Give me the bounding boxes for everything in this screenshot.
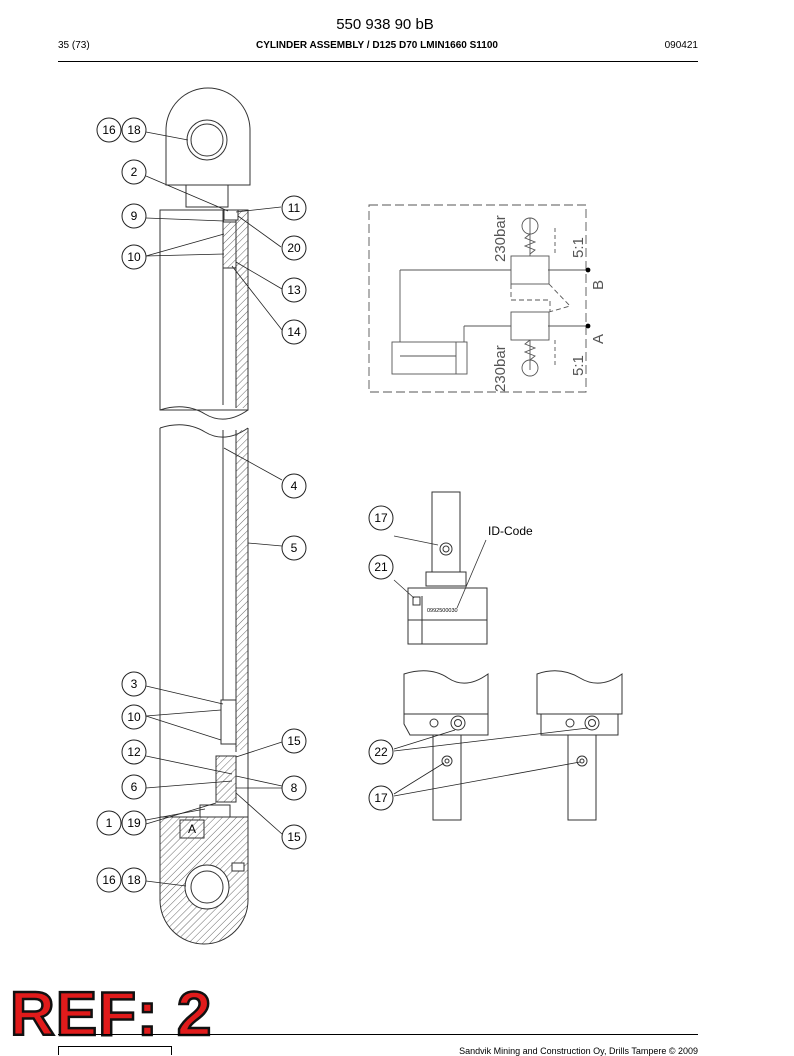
pressure-label-bottom: 230bar bbox=[492, 345, 509, 392]
port-mark-a: A bbox=[188, 822, 196, 836]
cylinder-lower bbox=[159, 424, 249, 945]
callout-bubble bbox=[281, 235, 307, 261]
callout-number: 13 bbox=[287, 283, 301, 297]
id-code-detail bbox=[393, 491, 488, 645]
callout-number: 21 bbox=[374, 560, 388, 574]
callout-number: 9 bbox=[131, 209, 138, 223]
callout-number: 16 bbox=[102, 123, 116, 137]
callout-bubble bbox=[281, 195, 307, 221]
callout-bubble bbox=[281, 824, 307, 850]
pressure-label-top: 230bar bbox=[492, 215, 509, 262]
leader-lines bbox=[145, 131, 283, 887]
callout-bubble bbox=[368, 554, 394, 580]
callout-bubble bbox=[368, 785, 394, 811]
callout-bubble bbox=[96, 867, 122, 893]
port-b-label: B bbox=[590, 280, 607, 290]
callout-number: 18 bbox=[127, 873, 141, 887]
callout-number: 17 bbox=[374, 791, 388, 805]
page-number: 35 (73) bbox=[58, 40, 90, 51]
footer-rule bbox=[58, 1034, 698, 1035]
callout-number: 10 bbox=[127, 710, 141, 724]
manifold-detail-right bbox=[536, 670, 623, 821]
callout-number: 20 bbox=[287, 241, 301, 255]
hydraulic-schematic: 230bar 230bar 5:1 5:1 B A bbox=[368, 204, 607, 393]
manifold-leaders bbox=[393, 727, 589, 797]
callout-bubble bbox=[281, 535, 307, 561]
callout-bubble bbox=[281, 728, 307, 754]
company-logo bbox=[58, 1046, 172, 1055]
document-number: 550 938 90 bB bbox=[336, 16, 434, 33]
callout-bubble bbox=[121, 159, 147, 185]
callout-number: 10 bbox=[127, 250, 141, 264]
cylinder-upper bbox=[159, 87, 251, 420]
callout-number: 6 bbox=[131, 780, 138, 794]
callout-number: 11 bbox=[288, 201, 301, 215]
callout-bubble bbox=[121, 244, 147, 270]
callout-number: 17 bbox=[374, 511, 388, 525]
callout-number: 15 bbox=[287, 830, 301, 844]
callout-number: 19 bbox=[127, 816, 141, 830]
header-rule bbox=[58, 61, 698, 62]
callout-bubble bbox=[96, 117, 122, 143]
callout-number: 3 bbox=[131, 677, 138, 691]
callout-bubble bbox=[281, 277, 307, 303]
id-plate-text: 0992500030 bbox=[427, 608, 458, 614]
callout-number: 12 bbox=[127, 745, 141, 759]
page-title: CYLINDER ASSEMBLY / D125 D70 LMIN1660 S1… bbox=[256, 40, 498, 51]
callout-number: 1 bbox=[106, 816, 113, 830]
ratio-label-top: 5:1 bbox=[570, 237, 587, 258]
callout-bubble bbox=[368, 505, 394, 531]
id-code-label: ID-Code bbox=[488, 524, 533, 538]
callout-number: 15 bbox=[287, 734, 301, 748]
callout-bubble bbox=[281, 319, 307, 345]
callout-bubble bbox=[121, 810, 147, 836]
callout-bubble bbox=[121, 774, 147, 800]
callout-bubble bbox=[121, 867, 147, 893]
callout-bubble bbox=[281, 775, 307, 801]
port-a-label: A bbox=[590, 334, 607, 344]
callout-bubble bbox=[281, 473, 307, 499]
callout-number: 16 bbox=[102, 873, 116, 887]
callout-bubble bbox=[96, 810, 122, 836]
callout-bubble bbox=[368, 739, 394, 765]
callout-bubble bbox=[121, 671, 147, 697]
callout-bubble bbox=[121, 203, 147, 229]
copyright-text: Sandvik Mining and Construction Oy, Dril… bbox=[459, 1046, 698, 1056]
ratio-label-bottom: 5:1 bbox=[570, 355, 587, 376]
callout-number: 2 bbox=[131, 165, 138, 179]
callout-number: 14 bbox=[287, 325, 301, 339]
callout-bubble bbox=[121, 704, 147, 730]
date-code: 090421 bbox=[664, 40, 698, 51]
callout-number: 8 bbox=[291, 781, 298, 795]
callout-bubble bbox=[121, 739, 147, 765]
callout-number: 4 bbox=[291, 479, 298, 493]
ref-stamp: REF: 2 bbox=[9, 980, 213, 1049]
callout-number: 22 bbox=[374, 745, 388, 759]
callout-number: 18 bbox=[127, 123, 141, 137]
callout-number: 5 bbox=[291, 541, 298, 555]
manifold-detail-left bbox=[403, 670, 489, 821]
callout-bubble bbox=[121, 117, 147, 143]
